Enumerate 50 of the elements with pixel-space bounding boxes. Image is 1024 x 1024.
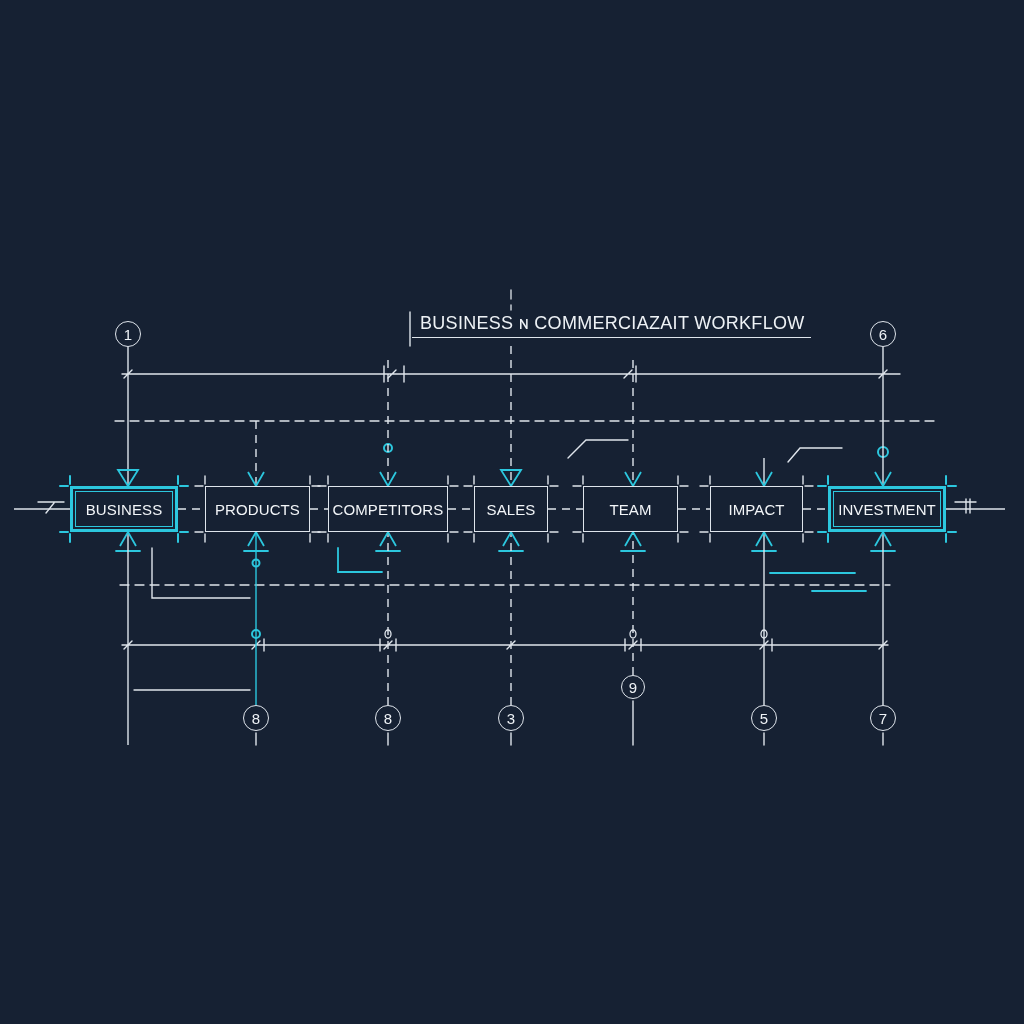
box-label: TEAM bbox=[609, 500, 652, 518]
box-label: COMPETITORS bbox=[332, 500, 444, 518]
grid-bubble bbox=[870, 321, 896, 347]
arrow bbox=[247, 420, 265, 487]
box-label: SALES bbox=[486, 500, 536, 518]
arrow bbox=[874, 346, 892, 487]
arrow bbox=[502, 531, 520, 706]
grid-bubble bbox=[115, 321, 141, 347]
grid-number: 6 bbox=[878, 326, 888, 342]
grid-bubble bbox=[751, 705, 777, 731]
arrow bbox=[247, 531, 265, 706]
process-box bbox=[474, 486, 548, 532]
process-box bbox=[328, 486, 448, 532]
grid-bubble bbox=[243, 705, 269, 731]
process-box bbox=[205, 486, 310, 532]
process-box bbox=[828, 486, 946, 532]
grid-bubble bbox=[375, 705, 401, 731]
grid-number: 9 bbox=[628, 679, 638, 695]
arrow bbox=[755, 531, 773, 706]
connector-line bbox=[13, 508, 71, 510]
process-box bbox=[70, 486, 178, 532]
process-box bbox=[583, 486, 678, 532]
grid-bubble bbox=[870, 705, 896, 731]
grid-number: 5 bbox=[759, 710, 769, 726]
connector-line bbox=[945, 508, 1006, 510]
dashed-connector bbox=[309, 508, 329, 510]
grid-number: 8 bbox=[251, 710, 261, 726]
diagram-title: BUSINESS ɴ COMMERCIAZAIT WORKFLOW bbox=[412, 313, 811, 338]
arrow bbox=[379, 359, 397, 487]
grid-bubble bbox=[498, 705, 524, 731]
box-label: INVESTMENT bbox=[838, 500, 936, 518]
box-label: PRODUCTS bbox=[215, 500, 300, 518]
arrow bbox=[874, 531, 892, 706]
dashed-connector bbox=[547, 508, 584, 510]
arrow bbox=[379, 531, 397, 706]
grid-number: 3 bbox=[506, 710, 516, 726]
grid-number: 1 bbox=[123, 326, 133, 342]
grid-number: 7 bbox=[878, 710, 888, 726]
arrow bbox=[119, 531, 137, 746]
grid-number: 8 bbox=[383, 710, 393, 726]
grid-bubble bbox=[621, 675, 645, 699]
box-label: IMPACT bbox=[728, 500, 785, 518]
box-label: BUSINESS bbox=[85, 500, 163, 518]
arrow bbox=[624, 531, 642, 676]
arrow bbox=[624, 359, 642, 487]
arrow bbox=[117, 346, 139, 487]
arrow bbox=[755, 457, 773, 487]
arrow bbox=[500, 345, 522, 487]
dashed-connector bbox=[677, 508, 711, 510]
process-box bbox=[710, 486, 803, 532]
